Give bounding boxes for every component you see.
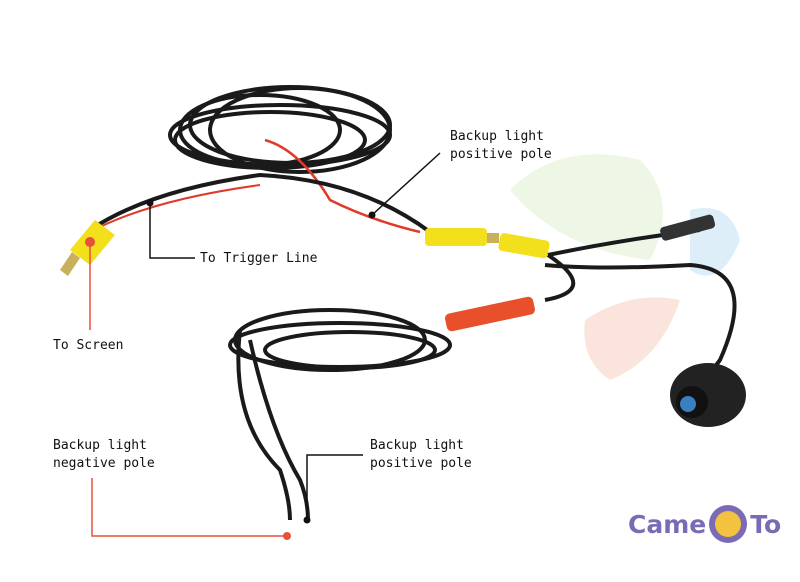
yellow-rca-pair xyxy=(425,228,550,259)
decorative-petals xyxy=(510,154,740,380)
logo-text-left: Came xyxy=(628,509,707,539)
label-line: positive pole xyxy=(370,456,472,471)
camera xyxy=(670,363,746,427)
red-connector xyxy=(445,296,535,332)
label-backup-positive-bottom: Backup light positive pole xyxy=(370,437,472,473)
label-trigger-line: To Trigger Line xyxy=(200,251,318,266)
label-backup-negative: Backup light negative pole xyxy=(53,437,155,473)
bottom-cable-coil xyxy=(228,308,452,372)
label-line: Backup light xyxy=(53,438,147,453)
label-line: positive pole xyxy=(450,147,552,162)
label-line: negative pole xyxy=(53,456,155,471)
top-cable-coil xyxy=(168,85,392,174)
logo-camera-icon xyxy=(709,505,748,543)
callout-lines xyxy=(85,152,441,540)
label-line: Backup light xyxy=(450,129,544,144)
yellow-rca-left xyxy=(60,220,115,276)
label-line: Backup light xyxy=(370,438,464,453)
label-backup-positive-top: Backup light positive pole xyxy=(450,128,552,164)
label-to-screen: To Screen xyxy=(53,338,124,353)
brand-logo: Came To xyxy=(628,505,781,543)
logo-text-right: To xyxy=(750,509,782,539)
